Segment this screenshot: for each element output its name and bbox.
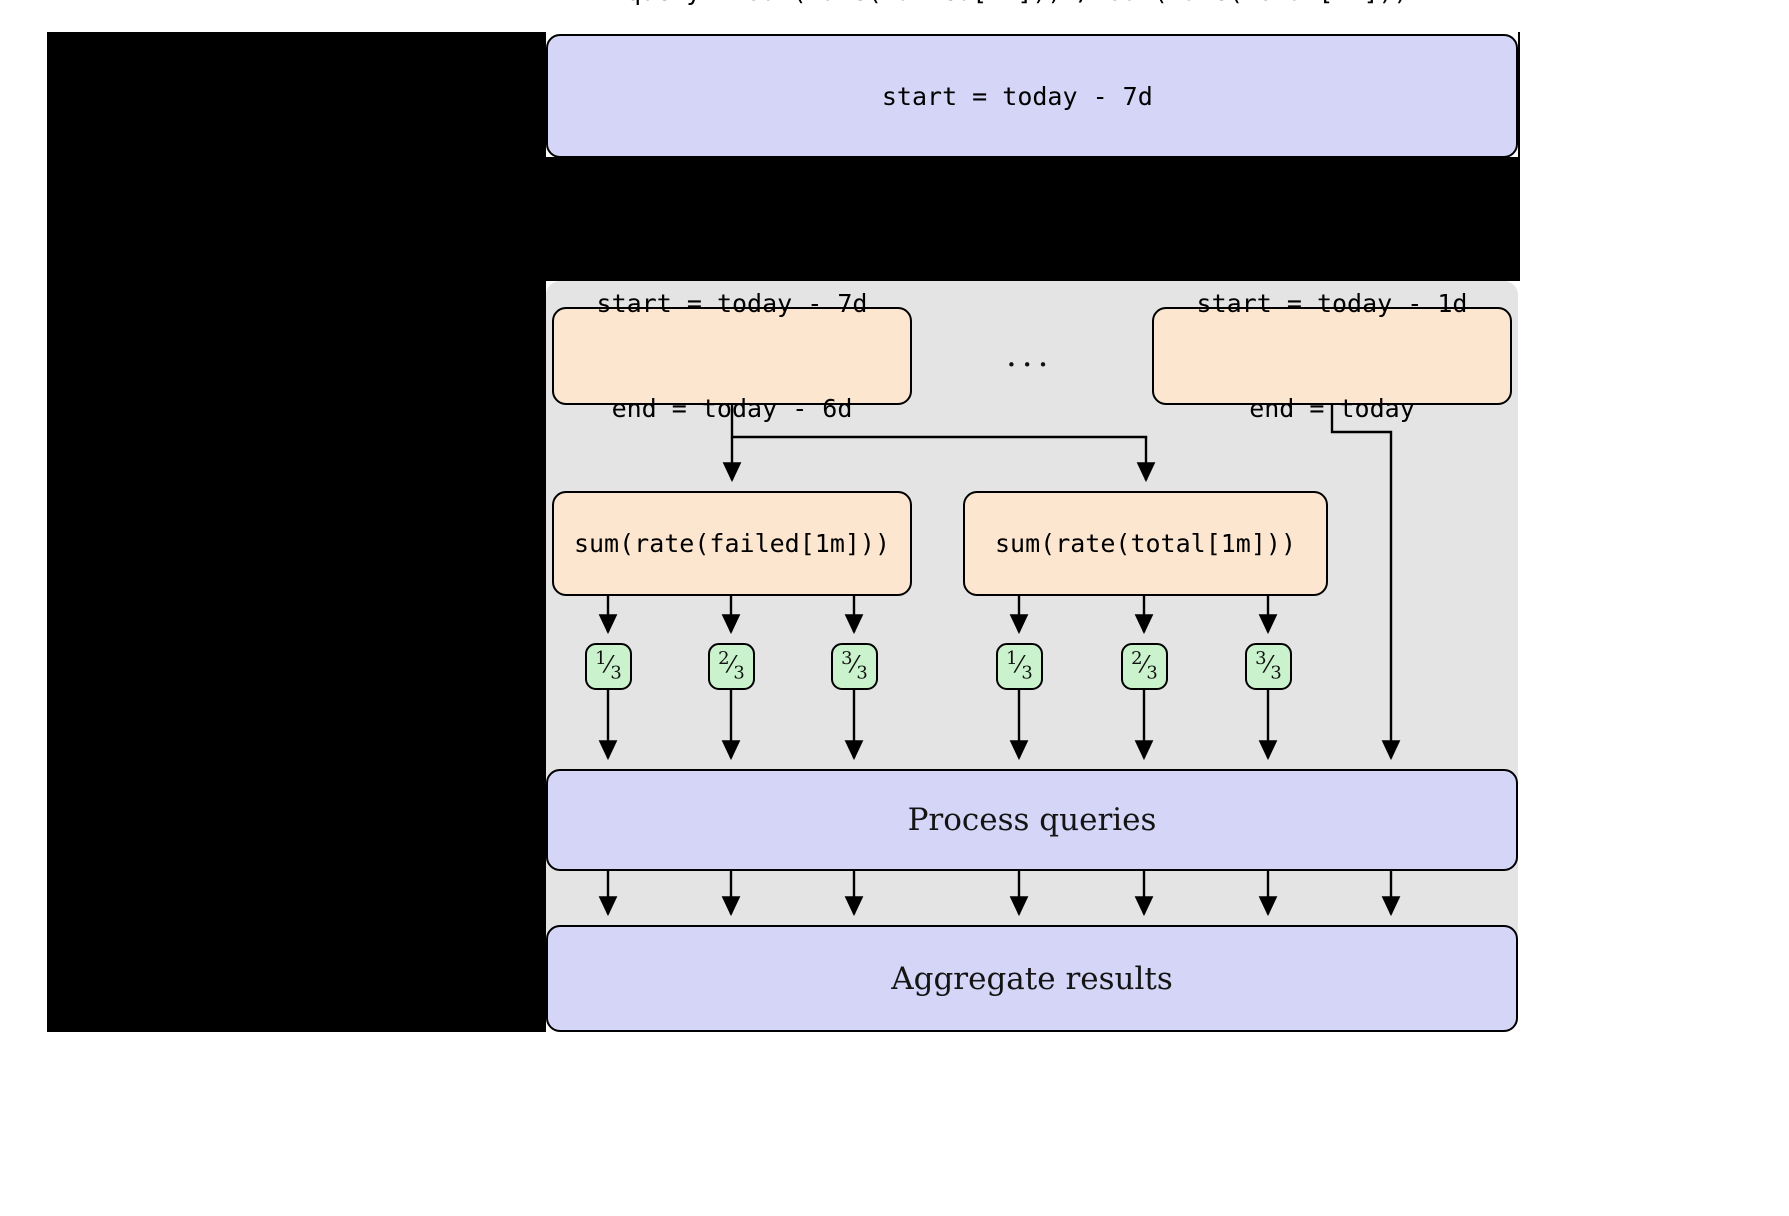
shard-badge-failed-1-label: 1⁄3 (595, 648, 622, 684)
query-line-query: query = sum(rate(failed[1m])) / sum(rate… (626, 0, 1409, 9)
shard-badge-failed-3: 3⁄3 (831, 643, 878, 690)
shard-badge-failed-2: 2⁄3 (708, 643, 755, 690)
process-queries-label: Process queries (907, 802, 1157, 838)
time-range-first-text: start = today - 7d end = today - 6d (597, 216, 868, 496)
time-range-ellipsis: ... (1006, 335, 1054, 375)
process-queries-box: Process queries (546, 769, 1518, 871)
shard-badge-total-1-label: 1⁄3 (1006, 648, 1033, 684)
time-range-first-end: end = today - 6d (611, 394, 853, 423)
time-range-first-start: start = today - 7d (596, 289, 868, 318)
backdrop-upper-right (1518, 32, 1520, 281)
subquery-failed-text: sum(rate(failed[1m])) (573, 529, 891, 558)
query-definition-text: query = sum(rate(failed[1m])) / sum(rate… (626, 0, 1409, 289)
time-range-last-end: end = today (1249, 394, 1415, 423)
shard-badge-total-2: 2⁄3 (1121, 643, 1168, 690)
query-definition-box: query = sum(rate(failed[1m])) / sum(rate… (546, 0, 1518, 216)
shard-badge-total-2-label: 2⁄3 (1131, 648, 1158, 684)
query-line-start: start = today - 7d (881, 81, 1153, 111)
time-range-last-text: start = today - 1d end = today (1197, 216, 1468, 496)
shard-badge-total-3: 3⁄3 (1245, 643, 1292, 690)
query-line-end: end = today (934, 186, 1101, 216)
shard-badge-total-1: 1⁄3 (996, 643, 1043, 690)
shard-badge-total-3-label: 3⁄3 (1255, 648, 1282, 684)
time-range-box-last: start = today - 1d end = today (1152, 289, 1512, 423)
time-range-last-start: start = today - 1d (1196, 289, 1468, 318)
subquery-box-failed: sum(rate(failed[1m])) (552, 491, 912, 596)
backdrop-left-block (47, 32, 546, 1032)
subquery-box-total: sum(rate(total[1m])) (963, 491, 1328, 596)
subquery-total-text: sum(rate(total[1m])) (994, 529, 1297, 558)
shard-badge-failed-3-label: 3⁄3 (841, 648, 868, 684)
time-range-box-first: start = today - 7d end = today - 6d (552, 289, 912, 423)
shard-badge-failed-1: 1⁄3 (585, 643, 632, 690)
aggregate-results-box: Aggregate results (546, 925, 1518, 1032)
shard-badge-failed-2-label: 2⁄3 (718, 648, 745, 684)
backdrop-upper-band (546, 157, 1518, 281)
aggregate-results-label: Aggregate results (891, 960, 1173, 997)
